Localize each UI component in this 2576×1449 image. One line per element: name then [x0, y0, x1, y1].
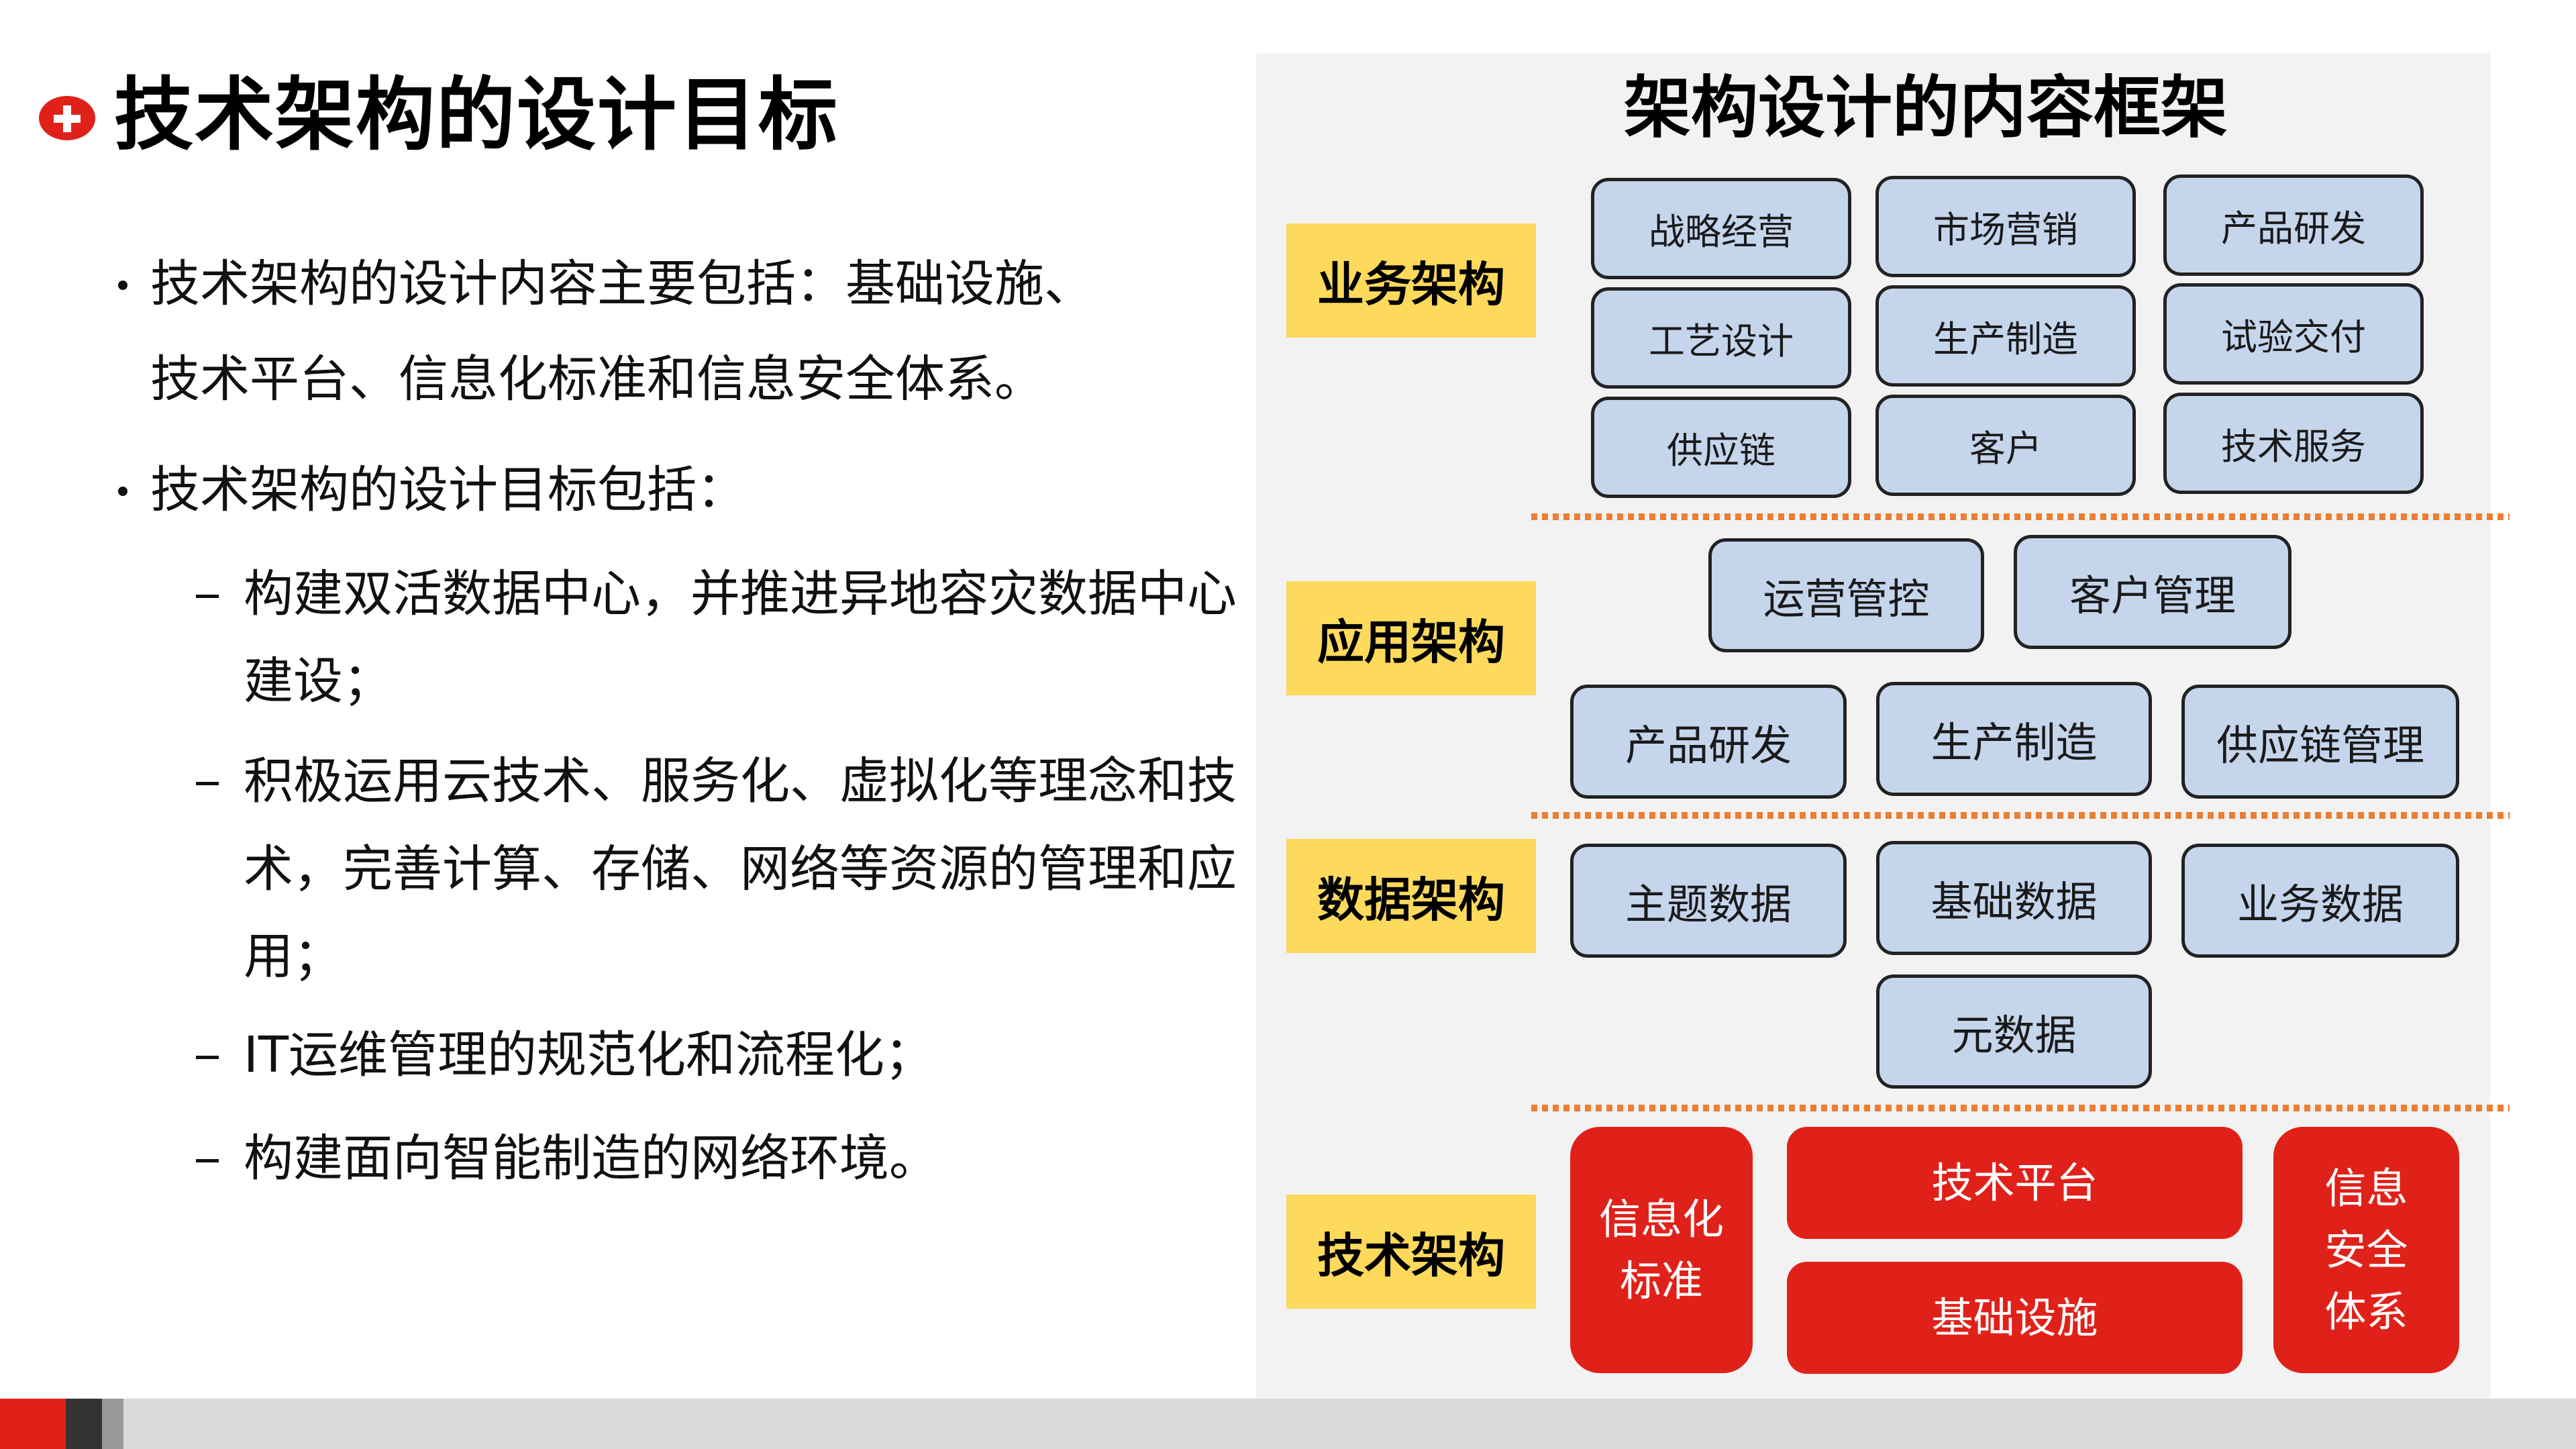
layer-label-business: 业务架构	[1286, 223, 1536, 338]
layer-label-technology: 技术架构	[1286, 1195, 1536, 1309]
tech-item-text: 标准	[1619, 1256, 1703, 1305]
application-item: 客户管理	[2014, 535, 2291, 649]
bullet-1-line-2: 技术平台、信息化标准和信息安全体系。	[150, 350, 1044, 408]
tech-item-text: 安全	[2324, 1225, 2408, 1275]
footer-bar	[0, 1399, 2576, 1449]
layer-divider	[1531, 812, 2510, 819]
application-item: 产品研发	[1570, 685, 1847, 799]
tech-item-infrastructure: 基础设施	[1787, 1262, 2243, 1374]
dash-icon	[196, 595, 219, 598]
footer-accent-dark	[66, 1399, 102, 1449]
data-item: 基础数据	[1876, 841, 2152, 955]
layer-label-application: 应用架构	[1286, 581, 1536, 695]
application-item: 供应链管理	[2181, 685, 2459, 799]
sub-item-2-line-1: 积极运用云技术、服务化、虚拟化等理念和技	[244, 752, 1237, 810]
business-item: 战略经营	[1591, 178, 1851, 279]
bullet-1-line-1: 技术架构的设计内容主要包括：基础设施、	[150, 255, 1094, 313]
sub-item-2-line-2: 术，完善计算、存储、网络等资源的管理和应	[244, 840, 1237, 898]
data-item: 元数据	[1876, 975, 2152, 1089]
slide-title: 技术架构的设计目标	[114, 68, 839, 161]
dash-icon	[196, 782, 219, 785]
tech-item-tech-platform: 技术平台	[1787, 1127, 2243, 1239]
business-item: 工艺设计	[1591, 287, 1851, 389]
tech-item-text: 信息	[2324, 1163, 2408, 1213]
tech-item-info-security: 信息 安全 体系	[2273, 1127, 2459, 1373]
business-item: 生产制造	[1875, 285, 2136, 387]
business-item: 供应链	[1591, 397, 1851, 498]
bullet-dot-icon	[118, 281, 127, 290]
sub-item-3-line-1: IT运维管理的规范化和流程化；	[244, 1026, 935, 1084]
bullet-dot-icon	[118, 487, 127, 496]
sub-item-1-line-2: 建设；	[244, 652, 393, 710]
application-item: 运营管控	[1708, 538, 1984, 652]
tech-item-info-standard: 信息化 标准	[1570, 1127, 1753, 1373]
business-item: 客户	[1875, 395, 2136, 496]
plus-circle-icon	[39, 96, 95, 140]
tech-item-text: 体系	[2324, 1287, 2408, 1336]
layer-divider	[1531, 513, 2510, 520]
sub-item-2-line-3: 用；	[244, 928, 343, 985]
sub-item-1-line-1: 构建双活数据中心，并推进异地容灾数据中心	[244, 565, 1237, 623]
bullet-2-line-1: 技术架构的设计目标包括：	[150, 461, 746, 519]
footer-accent-red	[0, 1399, 66, 1449]
dash-icon	[196, 1159, 219, 1162]
sub-item-4-line-1: 构建面向智能制造的网络环境。	[244, 1130, 939, 1187]
business-item: 试验交付	[2163, 283, 2424, 385]
layer-label-data: 数据架构	[1286, 839, 1536, 953]
framework-title: 架构设计的内容框架	[1624, 68, 2228, 147]
dash-icon	[196, 1056, 219, 1059]
data-item: 主题数据	[1570, 844, 1847, 958]
business-item: 技术服务	[2163, 393, 2424, 494]
data-item: 业务数据	[2181, 844, 2459, 958]
footer-accent-gray	[102, 1399, 123, 1449]
business-item: 市场营销	[1875, 176, 2136, 277]
layer-divider	[1531, 1105, 2510, 1111]
business-item: 产品研发	[2163, 174, 2424, 276]
application-item: 生产制造	[1876, 682, 2152, 796]
tech-item-text: 信息化	[1598, 1194, 1724, 1244]
